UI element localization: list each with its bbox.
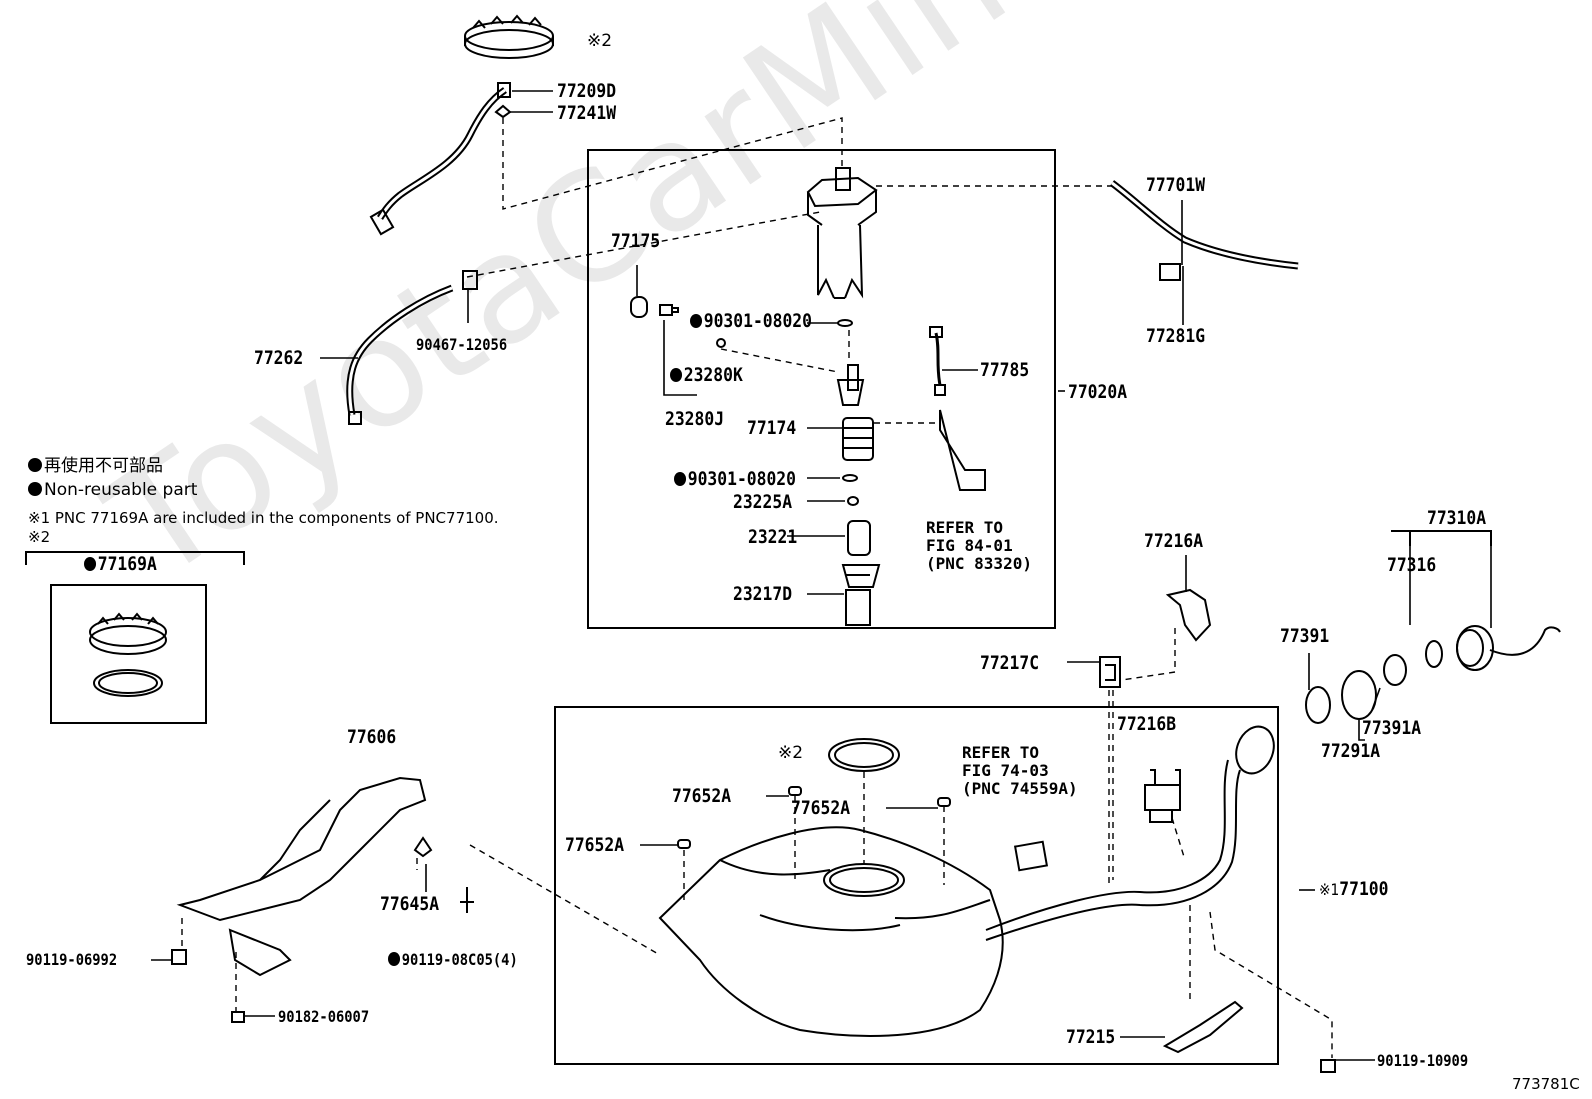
part-90119-06992[interactable]: 90119-06992: [26, 950, 118, 969]
part-77391[interactable]: 77391: [1280, 625, 1330, 647]
legend-dot-icon: [28, 482, 42, 496]
part-23217D[interactable]: 23217D: [733, 583, 793, 605]
legend-note-1: ※1 PNC 77169A are included in the compon…: [28, 509, 499, 527]
part-77652A-1[interactable]: 77652A: [672, 785, 732, 807]
retaining-ring-top: [464, 14, 554, 59]
part-77209D[interactable]: 77209D: [557, 80, 617, 102]
part-23280K[interactable]: 23280K: [670, 364, 743, 386]
tank-assembly-box: [554, 706, 1279, 1065]
pump-assembly-box: [587, 149, 1056, 629]
part-23221[interactable]: 23221: [748, 526, 798, 548]
part-77175[interactable]: 77175: [611, 230, 661, 252]
part-77310A[interactable]: 77310A: [1427, 507, 1487, 529]
part-77652A-2[interactable]: 77652A: [791, 797, 851, 819]
part-77241W[interactable]: 77241W: [557, 102, 617, 124]
protector-77606: [176, 776, 433, 977]
part-77020A[interactable]: 77020A: [1068, 381, 1128, 403]
kit-ring: [89, 612, 167, 697]
part-90301-08020-b[interactable]: 90301-08020: [674, 468, 796, 490]
part-77391A[interactable]: 77391A: [1362, 717, 1422, 739]
part-77174[interactable]: 77174: [747, 417, 797, 439]
fuel-pump-module: [806, 167, 878, 299]
part-77316[interactable]: 77316: [1387, 554, 1437, 576]
part-77169A[interactable]: 77169A: [84, 553, 157, 575]
part-77215[interactable]: 77215: [1066, 1026, 1116, 1048]
figure-id: 773781C: [1512, 1075, 1580, 1093]
part-77645A[interactable]: 77645A: [380, 893, 440, 915]
part-77701W[interactable]: 77701W: [1146, 174, 1206, 196]
part-90119-08C05[interactable]: 90119-08C05(4): [388, 949, 518, 971]
bracket-77310A: [1391, 530, 1492, 546]
gasket-marker: ※2: [778, 743, 804, 763]
part-77606[interactable]: 77606: [347, 726, 397, 748]
part-90467-12056[interactable]: 90467-12056: [416, 335, 508, 354]
kit-bracket: [25, 551, 245, 565]
pump-internals: [630, 296, 881, 626]
fuel-tank: [658, 725, 1275, 1037]
part-77100[interactable]: ※177100: [1319, 878, 1389, 900]
part-77652A-3[interactable]: 77652A: [565, 834, 625, 856]
non-reusable-marker: [670, 368, 683, 382]
part-90301-08020-a[interactable]: 90301-08020: [690, 310, 812, 332]
part-23225A[interactable]: 23225A: [733, 491, 793, 513]
part-77785[interactable]: 77785: [980, 359, 1030, 381]
part-77291A[interactable]: 77291A: [1321, 740, 1381, 762]
refer-fig-74-03[interactable]: REFER TO FIG 74-03 (PNC 74559A): [962, 743, 1078, 798]
part-90182-06007[interactable]: 90182-06007: [278, 1007, 370, 1026]
legend-jp: 再使用不可部品: [28, 456, 163, 476]
non-reusable-marker: [84, 557, 97, 571]
non-reusable-marker: [674, 472, 687, 486]
part-77216B[interactable]: 77216B: [1117, 713, 1177, 735]
non-reusable-marker: [388, 952, 401, 966]
ring-marker-top: ※2: [587, 31, 613, 51]
part-77217C[interactable]: 77217C: [980, 652, 1040, 674]
refer-fig-84-01[interactable]: REFER TO FIG 84-01 (PNC 83320): [926, 518, 1032, 573]
legend-en: Non-reusable part: [28, 480, 197, 500]
kit-77169A-box: [50, 584, 207, 724]
part-77262[interactable]: 77262: [254, 347, 304, 369]
part-23280J[interactable]: 23280J: [665, 408, 725, 430]
part-77281G[interactable]: 77281G: [1146, 325, 1206, 347]
part-90119-10909[interactable]: 90119-10909: [1377, 1051, 1469, 1070]
legend-note-2: ※2: [28, 528, 51, 546]
non-reusable-marker: [690, 314, 703, 328]
legend-dot-icon: [28, 458, 42, 472]
part-77216A[interactable]: 77216A: [1144, 530, 1204, 552]
